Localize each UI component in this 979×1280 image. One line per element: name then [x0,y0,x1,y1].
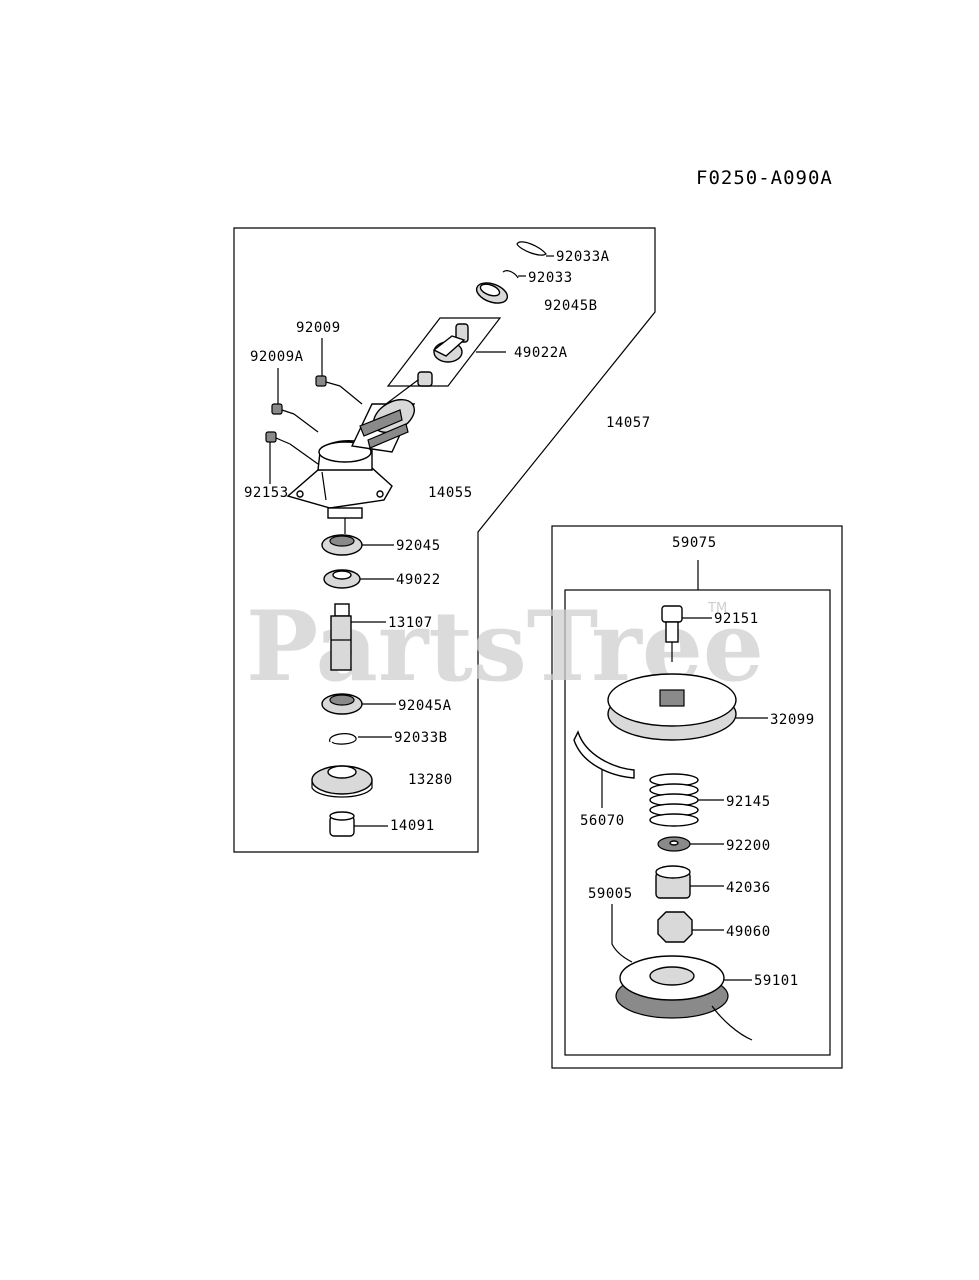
part-13107-shaft-drawing [330,603,386,671]
part-14055-gear-case-drawing [286,398,416,519]
part-label-49060: 49060 [726,924,771,940]
part-92033b-circlip-drawing [329,733,392,745]
part-label-92009: 92009 [296,320,341,336]
part-label-49022a: 49022A [514,345,568,361]
diagram-code: F0250-A090A [696,167,833,189]
part-92045a-bearing-drawing [321,693,396,715]
part-59101-spool-drawing [615,955,753,1041]
part-label-92009a: 92009A [250,349,304,365]
part-label-92045b: 92045B [544,298,598,314]
part-label-92200: 92200 [726,838,771,854]
part-label-92045: 92045 [396,538,441,554]
part-label-92151: 92151 [714,611,759,627]
part-label-59075: 59075 [672,535,717,551]
part-42036-knob-drawing [655,865,724,899]
part-56070-label-drawing [573,730,635,808]
part-92009a-bolt-drawing [271,368,319,433]
part-label-92033b: 92033B [394,730,448,746]
part-label-59101: 59101 [754,973,799,989]
part-label-32099: 32099 [770,712,815,728]
part-label-92145: 92145 [726,794,771,810]
part-label-92033a: 92033A [556,249,610,265]
part-92200-washer-drawing [657,836,724,852]
part-59005-line-drawing [611,904,633,963]
part-14091-collar-drawing [329,811,388,837]
part-92153-bolt-drawing [265,431,319,484]
part-49022-gear-drawing [323,569,394,589]
gear-case-group-frame [233,227,656,853]
part-92009-bolt-drawing [315,338,363,405]
part-92145-spring-drawing [649,773,724,827]
part-92033a-clip-drawing [516,241,554,257]
part-92045-bearing-drawing [321,518,394,556]
part-92045b-bearing-drawing [475,282,509,304]
part-label-14091: 14091 [390,818,435,834]
part-13280-holder-drawing [311,765,373,798]
part-label-59005: 59005 [588,886,633,902]
part-92151-bolt-drawing [661,605,712,662]
part-32099-cover-drawing [607,673,768,741]
part-label-42036: 42036 [726,880,771,896]
part-49022a-drawing [377,317,506,411]
part-92033-ring-drawing [502,270,526,279]
part-49060-nut-drawing [657,911,724,943]
part-label-92033: 92033 [528,270,573,286]
cutter-head-group-frame [551,525,843,1069]
watermark-trademark: TM [707,601,727,616]
part-label-13280: 13280 [408,772,453,788]
part-label-92045a: 92045A [398,698,452,714]
part-label-14055: 14055 [428,485,473,501]
part-label-14057: 14057 [606,415,651,431]
part-label-56070: 56070 [580,813,625,829]
part-label-92153: 92153 [244,485,289,501]
part-label-49022: 49022 [396,572,441,588]
part-label-13107: 13107 [388,615,433,631]
